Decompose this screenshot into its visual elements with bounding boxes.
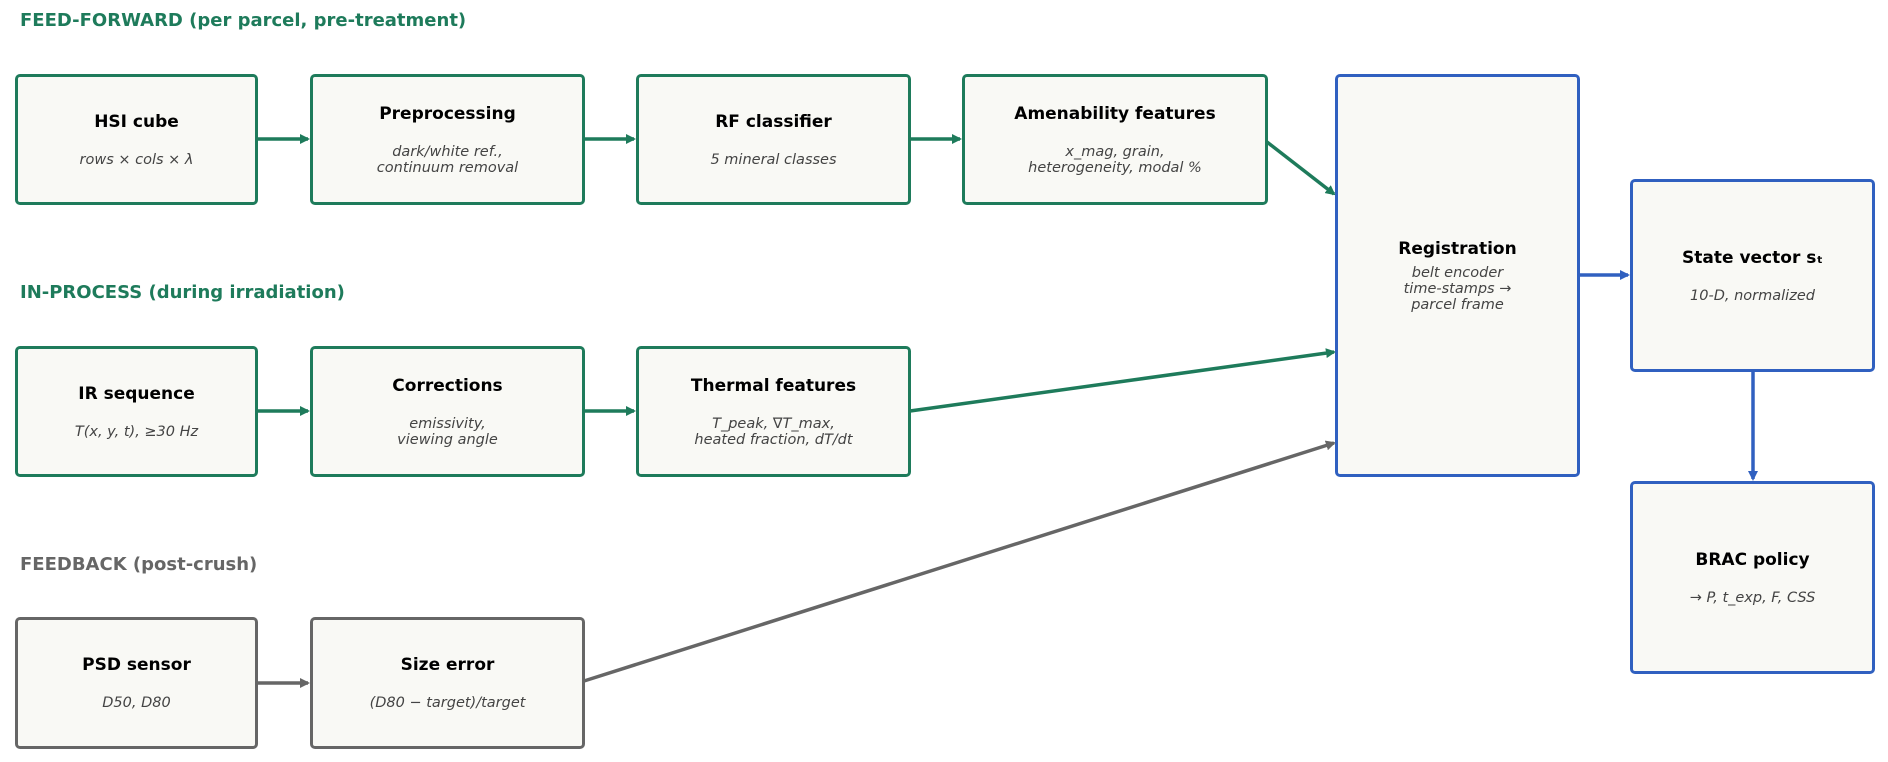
node-subtitle: → P, t_exp, F, CSS xyxy=(1689,589,1816,606)
node-subtitle: 5 mineral classes xyxy=(710,151,837,168)
node-corrections: Corrections emissivity, viewing angle xyxy=(310,346,585,477)
node-title: Amenability features xyxy=(1014,103,1216,124)
node-subtitle: rows × cols × λ xyxy=(79,151,194,168)
node-subtitle: T(x, y, t), ≥30 Hz xyxy=(74,423,199,440)
node-title: Size error xyxy=(400,655,495,675)
node-title: State vector sₜ xyxy=(1682,247,1823,268)
node-rf-classifier: RF classifier 5 mineral classes xyxy=(636,74,911,205)
node-subtitle: 10-D, normalized xyxy=(1690,287,1815,304)
arrow-thermal-to-registration xyxy=(909,348,1336,413)
node-subtitle: T_peak, ∇T_max, heated fraction, dT/dt xyxy=(694,415,853,448)
node-title: BRAC policy xyxy=(1695,549,1810,570)
node-title: RF classifier xyxy=(715,111,832,132)
node-hsi-cube: HSI cube rows × cols × λ xyxy=(15,74,258,205)
node-subtitle: D50, D80 xyxy=(102,695,171,711)
node-subtitle: (D80 − target)/target xyxy=(369,695,526,711)
node-thermal-features: Thermal features T_peak, ∇T_max, heated … xyxy=(636,346,911,477)
node-title: Preprocessing xyxy=(379,103,516,124)
arrow-size-error-to-registration xyxy=(583,440,1336,683)
node-title: Thermal features xyxy=(690,375,857,396)
node-title: HSI cube xyxy=(94,111,179,132)
node-title: PSD sensor xyxy=(82,655,191,675)
section-title-feed-forward: FEED-FORWARD (per parcel, pre-treatment) xyxy=(20,10,467,31)
node-title: Registration xyxy=(1398,238,1517,259)
node-state-vector: State vector sₜ 10-D, normalized xyxy=(1630,179,1875,372)
node-title: IR sequence xyxy=(78,383,195,404)
node-subtitle: dark/white ref., continuum removal xyxy=(376,143,519,176)
node-preprocessing: Preprocessing dark/white ref., continuum… xyxy=(310,74,585,205)
node-subtitle: x_mag, grain, heterogeneity, modal % xyxy=(1028,143,1202,176)
node-psd-sensor: PSD sensor D50, D80 xyxy=(15,617,258,749)
node-subtitle: belt encoder time-stamps → parcel frame xyxy=(1403,264,1512,313)
section-title-feedback: FEEDBACK (post-crush) xyxy=(20,554,258,575)
node-subtitle: emissivity, viewing angle xyxy=(397,415,498,448)
node-registration: Registration belt encoder time-stamps → … xyxy=(1335,74,1580,477)
node-ir-sequence: IR sequence T(x, y, t), ≥30 Hz xyxy=(15,346,258,477)
node-brac-policy: BRAC policy → P, t_exp, F, CSS xyxy=(1630,481,1875,674)
node-size-error: Size error (D80 − target)/target xyxy=(310,617,585,749)
node-title: Corrections xyxy=(392,375,503,396)
section-title-in-process: IN-PROCESS (during irradiation) xyxy=(20,282,345,303)
node-amenability-features: Amenability features x_mag, grain, heter… xyxy=(962,74,1268,205)
arrow-amenability-to-registration xyxy=(1265,140,1336,196)
